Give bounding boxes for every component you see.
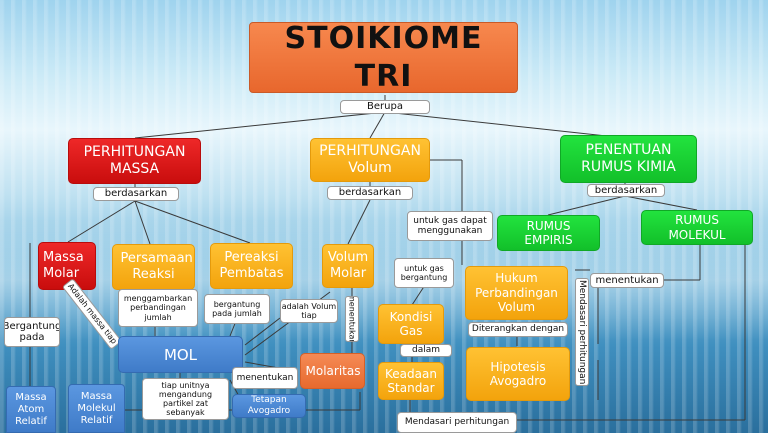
node-kondisi-gas-text: Kondisi Gas — [389, 309, 433, 338]
node-massa-molekul-relatif-text: Massa Molekul Relatif — [77, 390, 116, 426]
title-text: STOIKIOMETRI — [284, 22, 483, 93]
label-tiap-unitnya: tiap unitnya mengandung partikel zat seb… — [142, 378, 229, 420]
node-rumus-empiris-text: RUMUS EMPIRIS — [524, 218, 573, 247]
label-menentukan-molaritas: menentukan — [232, 367, 298, 389]
node-hipotesis-avogadro[interactable]: Hipotesis Avogadro — [466, 347, 570, 401]
node-pereaksi-pembatas-text: Pereaksi Pembatas — [219, 250, 284, 281]
node-massa-atom-relatif[interactable]: Massa Atom Relatif — [6, 386, 56, 433]
node-persamaan-reaksi-text: Persamaan Reaksi — [120, 251, 193, 282]
label-adalah-volum-tiap: adalah Volum tiap — [280, 299, 338, 323]
node-rumus-molekul[interactable]: RUMUS MOLEKUL — [641, 210, 753, 245]
node-mol[interactable]: MOL — [118, 336, 243, 373]
node-hukum-perbandingan-volum[interactable]: Hukum Perbandingan Volum — [465, 266, 568, 320]
label-bergantung-pada: Bergantung pada — [4, 317, 60, 347]
label-dalam: dalam — [400, 344, 452, 357]
node-hipotesis-avogadro-text: Hipotesis Avogadro — [489, 359, 547, 388]
node-keadaan-standar-text: Keadaan Standar — [385, 366, 437, 395]
node-penentuan-rumus-kimia[interactable]: PENENTUAN RUMUS KIMIA — [560, 135, 697, 183]
label-berdasarkan-volum: berdasarkan — [327, 186, 413, 200]
label-menentukan-rumus: menentukan — [590, 273, 664, 288]
node-perhitungan-massa[interactable]: PERHITUNGAN MASSA — [68, 138, 201, 184]
node-pereaksi-pembatas[interactable]: Pereaksi Pembatas — [210, 243, 293, 289]
node-penentuan-rumus-kimia-text: PENENTUAN RUMUS KIMIA — [581, 142, 676, 175]
node-keadaan-standar[interactable]: Keadaan Standar — [378, 362, 444, 400]
label-untuk-gas-bergantung: untuk gas bergantung — [394, 258, 454, 288]
node-rumus-empiris[interactable]: RUMUS EMPIRIS — [497, 215, 600, 251]
label-mendasari-vertical: Mendasari perhitungan — [575, 278, 589, 386]
node-molaritas-text: Molaritas — [305, 363, 361, 378]
label-menentukan-vertical-text: menentukan — [347, 296, 357, 342]
node-perhitungan-volum-text: PERHITUNGAN Volum — [319, 143, 421, 176]
node-tetapan-avogadro[interactable]: Tetapan Avogadro — [232, 394, 306, 418]
node-perhitungan-volum[interactable]: PERHITUNGAN Volum — [310, 138, 430, 182]
node-tetapan-avogadro-text: Tetapan Avogadro — [247, 395, 291, 416]
node-rumus-molekul-text: RUMUS MOLEKUL — [668, 213, 726, 242]
node-massa-molekul-relatif[interactable]: Massa Molekul Relatif — [68, 384, 125, 433]
label-berupa: Berupa — [340, 100, 430, 114]
node-persamaan-reaksi[interactable]: Persamaan Reaksi — [112, 244, 195, 290]
node-massa-molar-text: Massa Molar — [43, 250, 84, 281]
node-volum-molar[interactable]: Volum Molar — [322, 244, 374, 288]
label-menentukan-vertical: menentukan — [345, 296, 359, 342]
label-berdasarkan-massa: berdasarkan — [93, 187, 179, 201]
node-kondisi-gas[interactable]: Kondisi Gas — [378, 304, 444, 344]
label-menggambarkan: menggambarkan perbandingan jumlah — [118, 289, 198, 327]
node-massa-atom-relatif-text: Massa Atom Relatif — [15, 391, 47, 427]
label-mendasari-vertical-text: Mendasari perhitungan — [577, 279, 587, 385]
node-perhitungan-massa-text: PERHITUNGAN MASSA — [83, 144, 186, 177]
label-berdasarkan-rumus: berdasarkan — [587, 184, 665, 197]
node-mol-text: MOL — [163, 345, 198, 364]
label-bergantung-jumlah: bergantung pada jumlah — [204, 294, 270, 324]
title-box: STOIKIOMETRI — [249, 22, 518, 93]
node-massa-molar[interactable]: Massa Molar — [38, 242, 96, 290]
label-diterangkan-dengan: Diterangkan dengan — [468, 322, 568, 337]
node-volum-molar-text: Volum Molar — [327, 250, 369, 281]
label-mendasari-perhitungan: Mendasari perhitungan — [397, 412, 517, 433]
node-hukum-perbandingan-volum-text: Hukum Perbandingan Volum — [475, 271, 558, 315]
label-untuk-gas-dapat: untuk gas dapat menggunakan — [407, 211, 493, 241]
node-molaritas[interactable]: Molaritas — [300, 353, 365, 389]
